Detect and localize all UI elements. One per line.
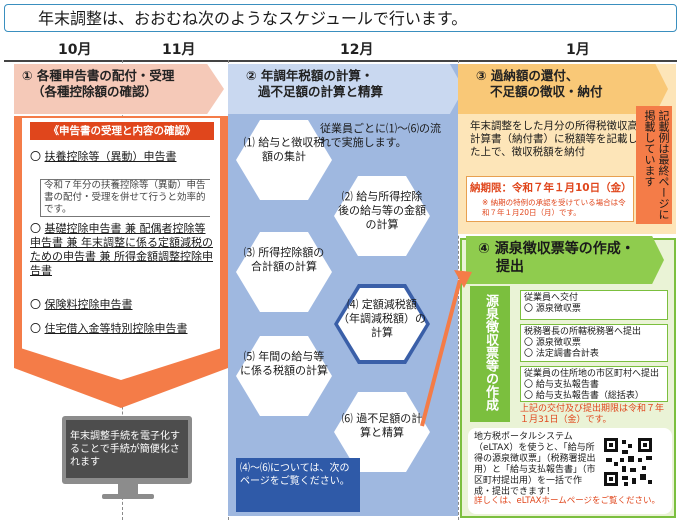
- deadline-note: ※ 納期の特例の承認を受けている場合は令和７年１月20日（月）です。: [482, 198, 626, 217]
- section3-text: 年末調整をした月分の所得税徴収高計算書（納付書）に税額等を記載した上で、徴収税額…: [470, 120, 638, 158]
- flow-arrow-icon: [420, 270, 472, 427]
- section4-header: [466, 236, 664, 284]
- section4-vertical-box: [470, 286, 510, 422]
- month-nov: 11月: [162, 42, 196, 58]
- section1-inner: [22, 118, 220, 380]
- monitor-base: [102, 494, 154, 499]
- step5-label: ⑸ 年間の給与等に係る税額の計算: [240, 350, 328, 377]
- section2-footnote: ⑷～⑹については、次のページをご覧ください。: [240, 463, 350, 487]
- delivery-employee-box: 従業員へ交付 〇 源泉徴収票: [520, 290, 668, 320]
- section2-intro: 従業員ごとに⑴～⑹の流れで実施します。: [320, 122, 441, 149]
- eltax-text: 地方税ポータルシステム（eLTAX）を使うと、「給与所得の源泉徴収票」（税務署提…: [474, 432, 596, 497]
- delivery-taxoffice-box: 税務署長の所轄税務署へ提出 〇 源泉徴収票 〇 法定調書合計表: [520, 324, 668, 362]
- section1-title: ① 各種申告書の配付・受理 （各種控除額の確認）: [22, 68, 175, 99]
- form-item-insurance: 〇 保険料控除申告書: [30, 298, 133, 311]
- deadline-box: [466, 176, 634, 222]
- section4-vertical-label: 源泉徴収票等の作成: [483, 294, 498, 411]
- form-item-basic-deduction: 〇 基礎控除申告書 兼 配偶者控除等申告書 兼 年末調整に係る定額減税のための申…: [30, 222, 213, 277]
- section1-header: [14, 64, 224, 114]
- form-item-dependents: 〇 扶養控除等（異動）申告書: [30, 150, 177, 163]
- monitor-screen: [66, 420, 188, 478]
- month-divider: [4, 60, 677, 62]
- eltax-link[interactable]: 詳しくは、eLTAXホームページをご覧ください。: [474, 496, 661, 506]
- example-note-box: [636, 106, 672, 224]
- section2-title: ② 年調年税額の計算・ 過不足額の計算と精算: [246, 68, 384, 99]
- delivery-municipality-box: 従業員の住所地の市区町村へ提出 〇 給与支払報告書 〇 給与支払報告書（総括表）: [520, 366, 668, 402]
- month-jan: 1月: [566, 42, 590, 58]
- step6-label: ⑹ 過不足額の計算と精算: [341, 412, 423, 439]
- month-oct: 10月: [58, 42, 92, 58]
- deadline-text: 納期限：令和７年１月10日（金）: [470, 182, 632, 194]
- step2-label: ⑵ 給与所得控除後の給与等の金額の計算: [338, 190, 426, 231]
- step5-hexagon: [236, 336, 332, 416]
- title-box: [4, 4, 677, 32]
- month-dec: 12月: [340, 42, 374, 58]
- form-item-housing-loan: 〇 住宅借入金等特別控除申告書: [30, 322, 188, 335]
- page-title: 年末調整は、おおむね次のようなスケジュールで行います。: [38, 9, 468, 28]
- step4-label: ⑷ 定額減税額（年調減税額）の計算: [338, 298, 426, 339]
- section2-footnote-box: [236, 458, 360, 512]
- monitor-text: 年末調整手続を電子化することで手続が簡便化されます: [70, 431, 180, 468]
- section3-title: ③ 過納額の還付、 不足額の徴収・納付: [476, 68, 603, 99]
- example-note: 記載例は最終ページに掲載しています: [643, 110, 670, 220]
- section1-banner: 《申告書の受理と内容の確認》: [30, 122, 214, 140]
- submission-deadline: 上記の交付及び提出期限は令和７年１月31日（金）です。: [520, 404, 665, 425]
- section2-header: [228, 64, 464, 114]
- qr-code-icon: [602, 436, 654, 488]
- form-item-note: 令和７年分の扶養控除等（異動）申告書の配付・受理を併せて行うと効率的です。: [40, 179, 210, 217]
- monitor-stand: [118, 484, 138, 494]
- section4-title: ④ 源泉徴収票等の作成・ 提出: [478, 241, 635, 275]
- step3-label: ⑶ 所得控除額の合計額の計算: [243, 246, 325, 273]
- step1-label: ⑴ 給与と徴収税額の集計: [243, 136, 325, 163]
- section3-header: [458, 64, 668, 114]
